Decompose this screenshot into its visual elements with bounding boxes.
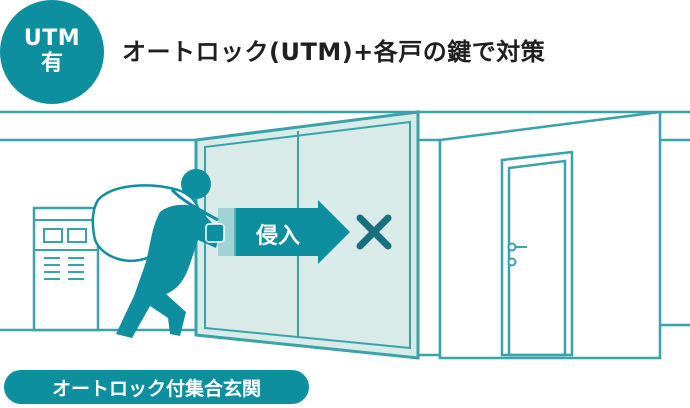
headline-title: オートロック(UTM)+各戸の鍵で対策 bbox=[122, 38, 546, 66]
badge-line-1: UTM bbox=[23, 26, 81, 52]
cross-mark-icon bbox=[356, 214, 392, 250]
entrance-caption: オートロック付集合玄関 bbox=[4, 370, 309, 404]
door-handle-icon bbox=[507, 242, 527, 267]
entrance-caption-text: オートロック付集合玄関 bbox=[51, 377, 261, 400]
intrusion-arrow-fade bbox=[218, 208, 236, 256]
apartment-door bbox=[500, 150, 574, 357]
keypad-panel-icon bbox=[32, 206, 100, 332]
right-wall bbox=[438, 110, 662, 360]
badge-line-2: 有 bbox=[40, 51, 63, 76]
intrusion-label: 侵入 bbox=[256, 224, 301, 249]
intrusion-arrow bbox=[234, 200, 350, 264]
utm-badge: UTM 有 bbox=[0, 0, 104, 104]
burglar-icon bbox=[91, 169, 225, 338]
